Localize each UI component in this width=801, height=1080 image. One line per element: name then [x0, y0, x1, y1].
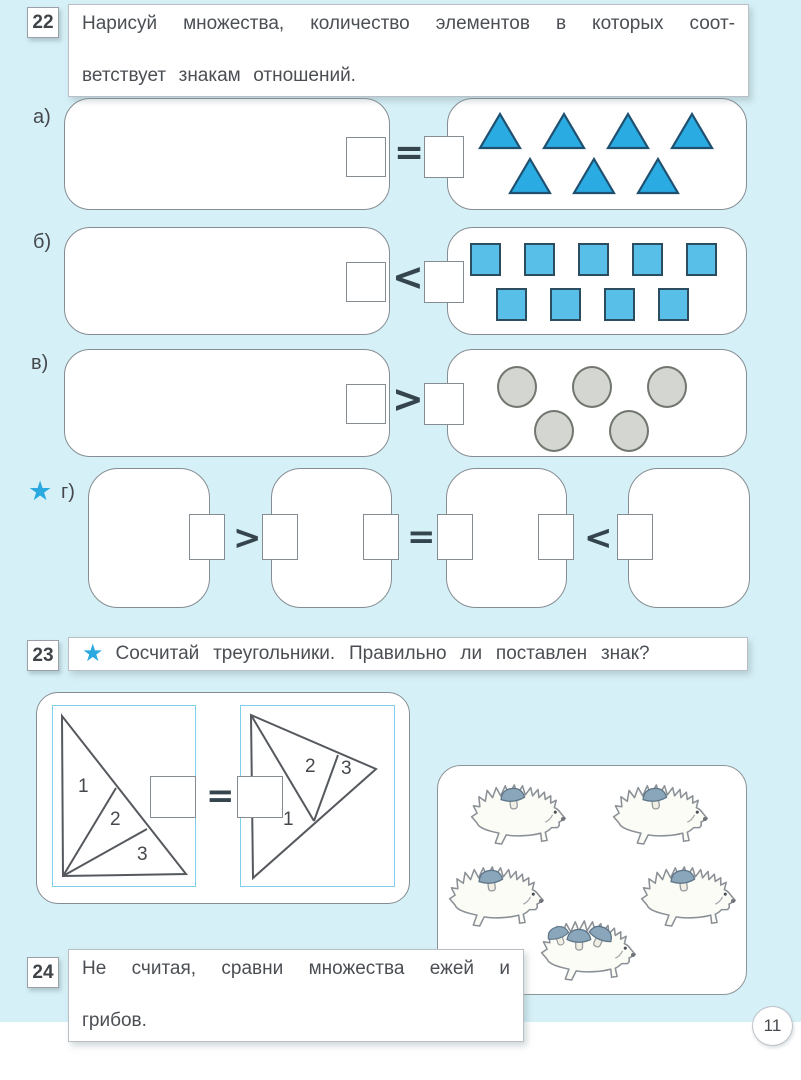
hedgehog-illustration [640, 866, 737, 927]
row-g-equals-sign: = [407, 517, 436, 557]
square-shape [604, 288, 635, 321]
task-23-answer-square-right[interactable] [237, 776, 283, 818]
region-label: 2 [305, 756, 316, 777]
row-g-answer-square-1[interactable] [189, 514, 225, 560]
square-shape [686, 243, 717, 276]
hedgehog-illustration [470, 784, 567, 845]
triangle-shape [508, 157, 552, 195]
row-b-empty-set-box[interactable] [64, 227, 390, 335]
region-label: 1 [283, 809, 294, 830]
task-22-card: Нарисуй множества, количество элементов … [68, 4, 749, 97]
circle-shape [497, 366, 537, 408]
task-24-text-line2: грибов. [82, 1010, 147, 1032]
row-a-equals-sign: = [394, 132, 425, 173]
task-23-card: ★ Сосчитай треугольники. Правильно ли по… [68, 637, 748, 671]
task-24-text-line1: Не считая, сравни множества ежей и [82, 958, 510, 979]
page-number-badge: 11 [752, 1006, 793, 1046]
task-23-answer-square-left[interactable] [150, 776, 196, 818]
square-shape [524, 243, 555, 276]
task-24-number: 24 [27, 957, 59, 988]
square-shape [658, 288, 689, 321]
row-b-answer-square-left[interactable] [346, 262, 386, 302]
circle-shape [534, 410, 574, 452]
row-v-greater-than-sign: > [392, 377, 424, 421]
hedgehog-illustration [612, 784, 709, 845]
task-22-number: 22 [27, 7, 59, 38]
row-g-less-than-sign: < [584, 518, 613, 558]
row-v-answer-square-right[interactable] [424, 383, 464, 425]
task-24-card: Не считая, сравни множества ежей и грибо… [68, 949, 524, 1042]
task-23-equals-sign: = [206, 776, 235, 816]
triangle-shape [572, 157, 616, 195]
square-shape [632, 243, 663, 276]
region-label: 2 [110, 809, 121, 830]
circle-shape [572, 366, 612, 408]
star-icon: ★ [82, 640, 104, 667]
square-shape [470, 243, 501, 276]
task-23-text: Сосчитай треугольники. Правильно ли пост… [115, 643, 650, 664]
row-g-answer-square-5[interactable] [538, 514, 574, 560]
row-g-greater-than-sign: > [233, 518, 262, 558]
triangle-shape [542, 112, 586, 150]
square-shape [550, 288, 581, 321]
row-v-label: в) [31, 352, 49, 374]
circle-shape [609, 410, 649, 452]
row-g-answer-square-2[interactable] [262, 514, 298, 560]
task-22-text-line2: ветствует знакам отношений. [82, 65, 356, 87]
square-shape [578, 243, 609, 276]
square-shape [496, 288, 527, 321]
row-a-label: а) [33, 106, 51, 128]
row-g-answer-square-6[interactable] [617, 514, 653, 560]
row-b-less-than-sign: < [392, 255, 424, 299]
region-label: 3 [137, 844, 148, 865]
triangle-shape [606, 112, 650, 150]
hedgehog-illustration [540, 920, 637, 981]
row-b-answer-square-right[interactable] [424, 261, 464, 303]
task-23-number: 23 [27, 640, 59, 671]
row-v-empty-set-box[interactable] [64, 349, 390, 457]
triangle-shape [636, 157, 680, 195]
triangle-shape [478, 112, 522, 150]
left-triangle-figure: 1 2 3 [60, 713, 189, 878]
hedgehog-illustration [448, 866, 545, 927]
task-22-text-line1: Нарисуй множества, количество элементов … [82, 13, 735, 34]
star-icon: ★ [28, 476, 53, 506]
circle-shape [647, 366, 687, 408]
triangle-shape [670, 112, 714, 150]
row-g-label: г) [61, 481, 75, 503]
row-g-answer-square-3[interactable] [363, 514, 399, 560]
row-a-answer-square-left[interactable] [346, 137, 386, 177]
row-v-answer-square-left[interactable] [346, 384, 386, 424]
region-label: 1 [78, 776, 89, 797]
row-b-label: б) [33, 231, 52, 253]
row-a-answer-square-right[interactable] [424, 136, 464, 178]
row-a-empty-set-box[interactable] [64, 98, 390, 210]
region-label: 3 [341, 758, 352, 779]
row-g-answer-square-4[interactable] [437, 514, 473, 560]
